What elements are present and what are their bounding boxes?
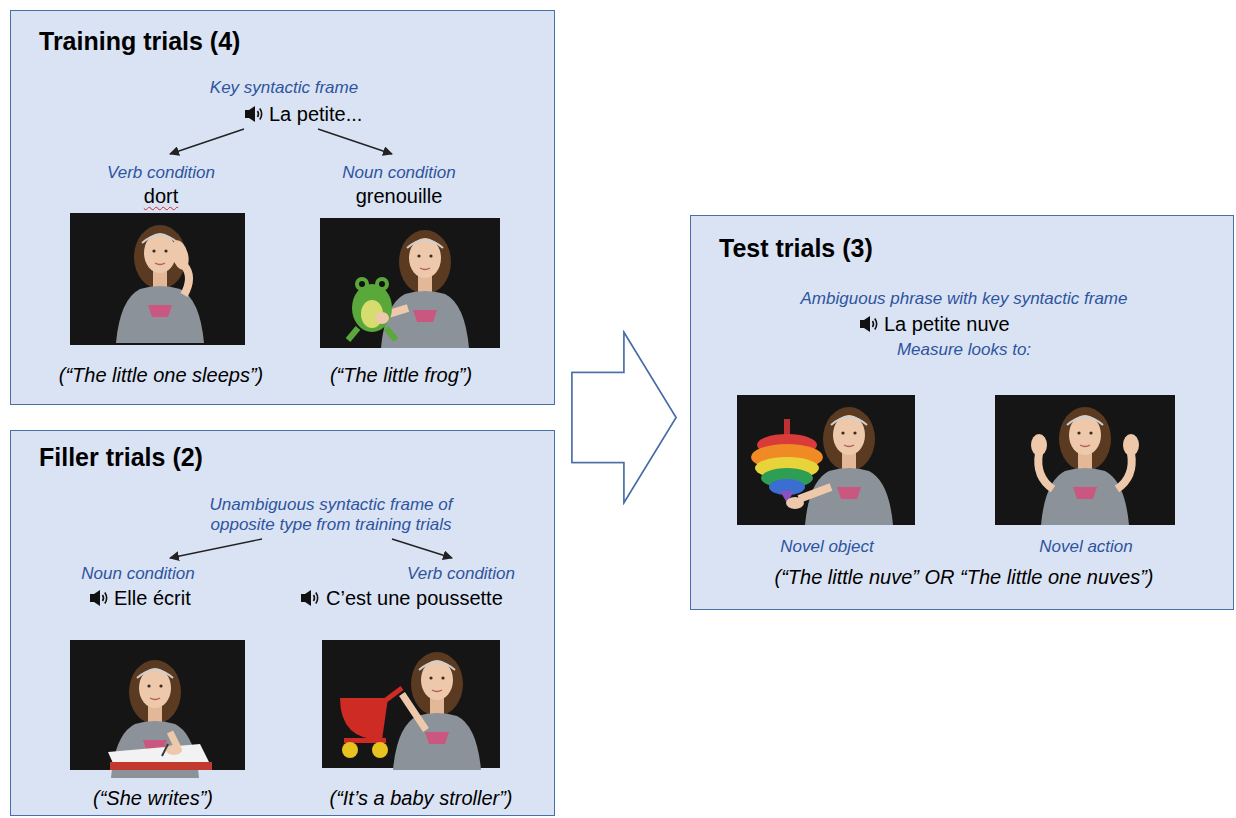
target-word: grenouille <box>289 185 509 208</box>
translation: (“The little one sleeps”) <box>26 364 296 387</box>
trial-panel: Test trials (3) Ambiguous phrase with key… <box>690 215 1234 610</box>
text-slot: Verb condition <box>51 163 271 183</box>
block-arrow <box>572 333 676 503</box>
spoken-phrase: La petite... <box>269 103 509 126</box>
text-slot: Measure looks to: <box>814 340 1114 360</box>
text-slot: (“She writes”) <box>43 787 263 810</box>
text-slot: grenouille <box>289 185 509 208</box>
block-arrow <box>572 333 676 503</box>
panel-heading: Filler trials (2) <box>39 443 519 472</box>
text-slot: Novel object <box>727 537 927 557</box>
frame-label: Unambiguous syntactic frame of opposite … <box>181 495 481 534</box>
translation: (“It’s a baby stroller”) <box>296 787 546 810</box>
panel-heading: Training trials (4) <box>39 27 519 56</box>
text-slot: Unambiguous syntactic frame of opposite … <box>181 495 481 534</box>
text-slot: (“The little nuve” OR “The little one nu… <box>704 566 1224 589</box>
choice-label: Novel action <box>986 537 1186 557</box>
text-slot: Noun condition <box>38 564 238 584</box>
measure-label: Measure looks to: <box>814 340 1114 360</box>
text-slot: Training trials (4) <box>39 27 519 56</box>
spoken-phrase: C’est une poussette <box>326 587 548 610</box>
frame-label: Ambiguous phrase with key syntactic fram… <box>724 289 1204 309</box>
trial-panel: Filler trials (2) Unambiguous syntactic f… <box>10 430 555 816</box>
frame-label: Key syntactic frame <box>124 78 444 98</box>
spoken-phrase: La petite nuve <box>884 313 1144 336</box>
text-slot: Key syntactic frame <box>124 78 444 98</box>
text-slot: (“The little one sleeps”) <box>26 364 296 387</box>
text-slot: (“The little frog”) <box>281 364 521 387</box>
text-slot: Novel action <box>986 537 1186 557</box>
text-slot: Elle écrit <box>114 587 314 610</box>
target-word: dort <box>51 185 271 208</box>
text-slot: La petite... <box>269 103 509 126</box>
choice-label: Novel object <box>727 537 927 557</box>
text-slot: Verb condition <box>371 564 551 584</box>
text-slot: La petite nuve <box>884 313 1144 336</box>
trial-panel: Training trials (4) Key syntactic frameLa… <box>10 10 555 405</box>
condition-label: Noun condition <box>38 564 238 584</box>
condition-label: Verb condition <box>371 564 551 584</box>
text-slot: C’est une poussette <box>326 587 548 610</box>
text-slot: Noun condition <box>289 163 509 183</box>
translation: (“She writes”) <box>43 787 263 810</box>
text-slot: Filler trials (2) <box>39 443 519 472</box>
condition-label: Noun condition <box>289 163 509 183</box>
text-slot: Test trials (3) <box>719 234 1199 263</box>
text-slot: Ambiguous phrase with key syntactic fram… <box>724 289 1204 309</box>
text-slot: dort <box>51 185 271 208</box>
translation: (“The little frog”) <box>281 364 521 387</box>
spoken-phrase: Elle écrit <box>114 587 314 610</box>
condition-label: Verb condition <box>51 163 271 183</box>
text-slot: (“It’s a baby stroller”) <box>296 787 546 810</box>
translation: (“The little nuve” OR “The little one nu… <box>704 566 1224 589</box>
panel-heading: Test trials (3) <box>719 234 1199 263</box>
